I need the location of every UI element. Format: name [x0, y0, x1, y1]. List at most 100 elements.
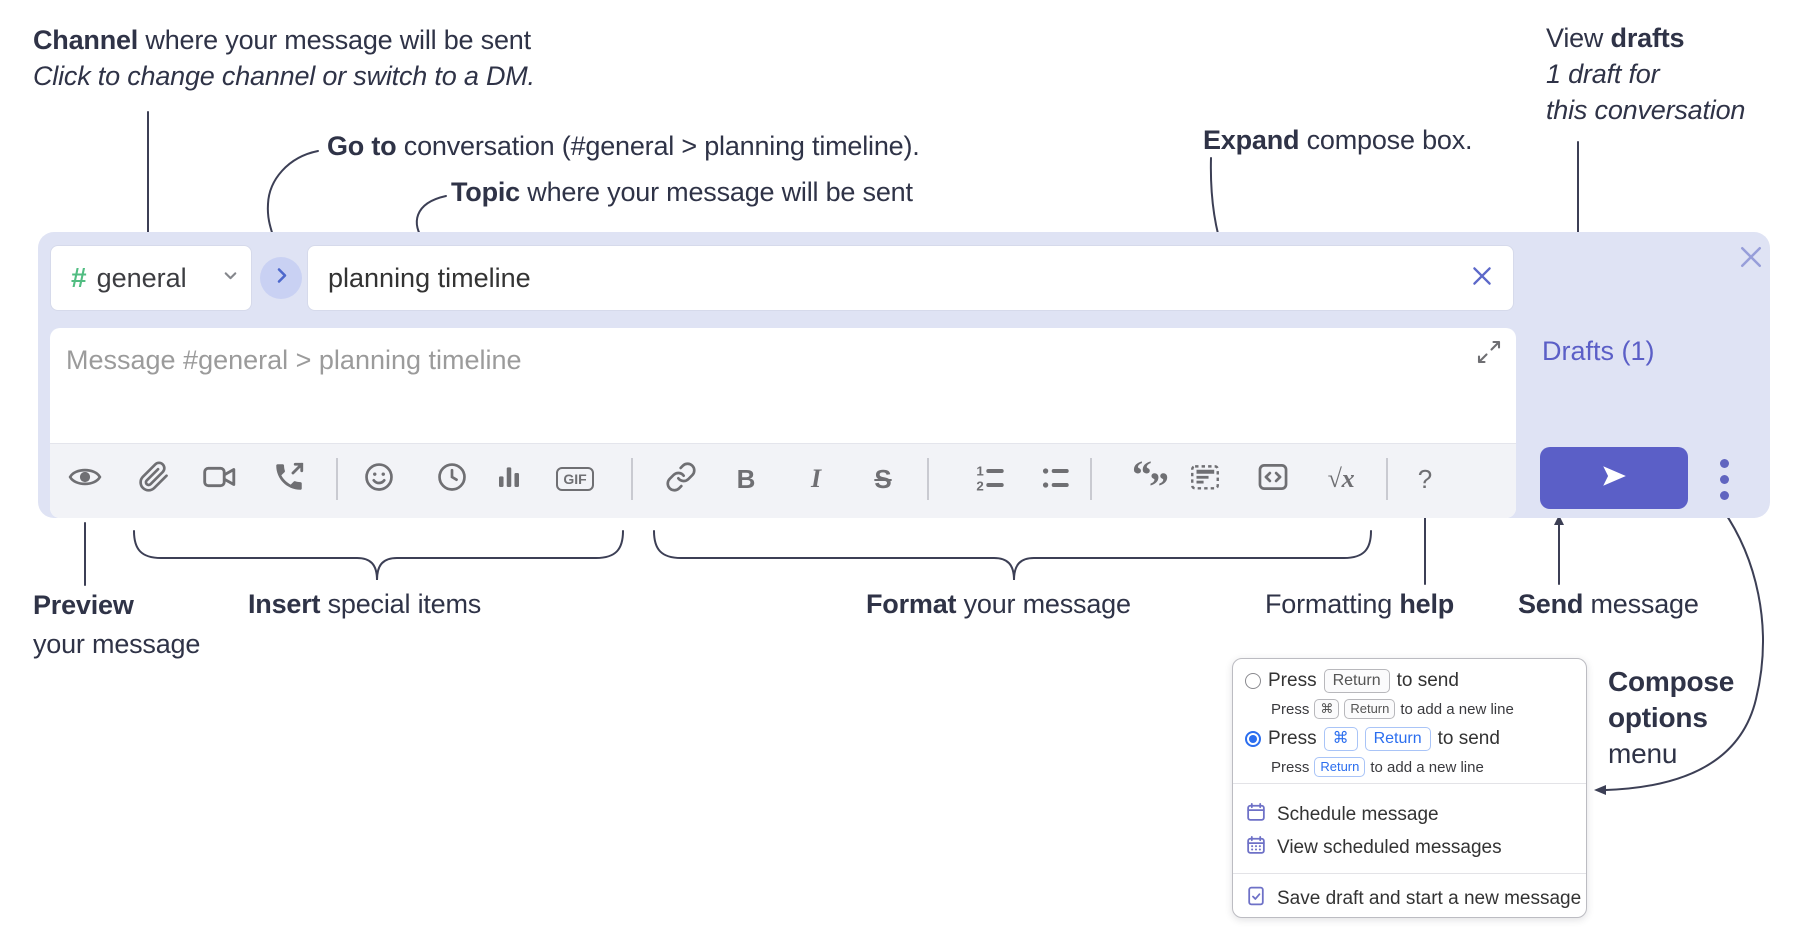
goto-connector-line: [266, 150, 319, 240]
math-icon: √x: [1327, 464, 1355, 493]
command-key: ⌘: [1314, 699, 1340, 719]
send-plane-icon: [1599, 462, 1629, 495]
compose-options-menu-button[interactable]: [1712, 452, 1736, 506]
bar-chart-icon: [493, 461, 525, 498]
toolbar-divider: [631, 458, 633, 500]
menu-item-save-draft[interactable]: Save draft and start a new message: [1245, 885, 1581, 913]
toolbar-divider: [1386, 458, 1388, 500]
gif-icon: GIF: [556, 467, 594, 491]
paperclip-icon: [138, 461, 170, 498]
toolbar-divider: [1090, 458, 1092, 500]
format-brace: [653, 530, 1372, 581]
command-key: ⌘: [1323, 727, 1358, 751]
topic-annotation: Topic where your message will be sent: [451, 177, 913, 207]
goto-annotation: Go to conversation (#general > planning …: [327, 131, 920, 161]
chevron-right-icon: [272, 265, 291, 291]
bold-button[interactable]: B: [726, 459, 766, 499]
video-camera-icon: [202, 459, 238, 500]
insert-brace: [133, 530, 624, 581]
smiley-icon: [362, 460, 396, 499]
calendar-grid-icon: [1245, 834, 1267, 862]
send-shortcut-option-2[interactable]: Press ⌘ Return to send: [1245, 727, 1500, 751]
svg-text:1: 1: [976, 463, 984, 478]
video-call-button[interactable]: [200, 459, 240, 499]
question-mark-icon: ?: [1417, 463, 1433, 494]
return-key: Return: [1344, 699, 1396, 719]
math-button[interactable]: √x: [1319, 459, 1363, 499]
return-key: Return: [1364, 727, 1431, 751]
preview-annotation: Preview your message: [33, 590, 201, 659]
strikethrough-button[interactable]: S: [863, 459, 903, 499]
bulleted-list-icon: [1040, 461, 1072, 498]
spoiler-button[interactable]: [1185, 459, 1225, 499]
attach-file-button[interactable]: [134, 459, 174, 499]
radio-unselected-icon[interactable]: [1245, 673, 1261, 689]
send-button[interactable]: [1540, 447, 1688, 509]
channel-name: general: [96, 262, 187, 293]
send-shortcut-option-1[interactable]: Press Return to send: [1245, 669, 1459, 693]
bold-icon: B: [736, 463, 756, 494]
compose-options-annotation: Compose options menu: [1608, 666, 1735, 769]
expand-annotation: Expand compose box.: [1203, 125, 1473, 155]
format-annotation: Format your message: [866, 589, 1131, 619]
view-drafts-annotation: View drafts 1 draft for this conversatio…: [1546, 23, 1746, 125]
gif-button[interactable]: GIF: [552, 459, 598, 499]
dot-icon: [1719, 474, 1729, 484]
italic-button[interactable]: I: [796, 459, 836, 499]
svg-text:2: 2: [976, 478, 983, 493]
poll-button[interactable]: [489, 459, 529, 499]
dot-icon: [1719, 490, 1729, 500]
channel-annotation: Channel where your message will be sent …: [33, 25, 535, 91]
schedule-time-button[interactable]: [432, 459, 472, 499]
drafts-link[interactable]: Drafts (1): [1542, 336, 1655, 366]
strikethrough-icon: S: [874, 463, 892, 494]
bulleted-list-button[interactable]: [1036, 459, 1076, 499]
clear-topic-icon[interactable]: [1469, 263, 1495, 294]
go-to-conversation-button[interactable]: [260, 257, 302, 299]
compose-toolbar: [50, 443, 1516, 518]
message-placeholder: Message #general > planning timeline: [66, 345, 522, 375]
return-key: Return: [1323, 669, 1390, 693]
preview-button[interactable]: [65, 459, 105, 499]
link-button[interactable]: [661, 459, 701, 499]
insert-annotation: Insert special items: [248, 589, 482, 619]
send-shortcut-option-2-hint: Press Return to add a new line: [1271, 757, 1484, 777]
return-key: Return: [1314, 757, 1366, 777]
clock-icon: [435, 460, 469, 499]
expand-compose-icon[interactable]: [1474, 337, 1504, 372]
toolbar-divider: [336, 458, 338, 500]
link-icon: [665, 461, 697, 498]
compose-options-menu: Press Return to send Press ⌘ Return to a…: [1232, 658, 1587, 918]
menu-item-view-scheduled-messages[interactable]: View scheduled messages: [1245, 834, 1502, 862]
dot-icon: [1719, 458, 1729, 468]
close-compose-icon[interactable]: [1736, 242, 1766, 277]
send-shortcut-option-1-hint: Press ⌘ Return to add a new line: [1271, 699, 1514, 719]
formatting-help-annotation: Formatting help: [1265, 589, 1455, 619]
topic-value: planning timeline: [328, 262, 531, 293]
chevron-down-icon: [222, 267, 239, 289]
menu-divider: [1233, 783, 1586, 784]
phone-call-icon: [272, 460, 306, 499]
code-button[interactable]: [1253, 459, 1293, 499]
toolbar-divider: [927, 458, 929, 500]
channel-selector[interactable]: # general: [50, 245, 252, 311]
draft-document-check-icon: [1245, 885, 1267, 913]
send-annotation: Send message: [1518, 589, 1699, 619]
eye-icon: [68, 460, 102, 499]
channel-hash-icon: #: [71, 262, 87, 293]
radio-selected-icon[interactable]: [1245, 731, 1261, 747]
emoji-button[interactable]: [359, 459, 399, 499]
voice-call-button[interactable]: [269, 459, 309, 499]
topic-input[interactable]: planning timeline: [307, 245, 1514, 311]
code-icon: [1256, 460, 1290, 499]
menu-divider: [1233, 873, 1586, 874]
italic-icon: I: [810, 464, 822, 493]
spoiler-icon: [1188, 460, 1222, 499]
menu-item-schedule-message[interactable]: Schedule message: [1245, 801, 1439, 829]
calendar-icon: [1245, 801, 1267, 829]
quote-button[interactable]: “ ”: [1130, 452, 1170, 509]
message-formatting-help-button[interactable]: ?: [1405, 459, 1445, 499]
